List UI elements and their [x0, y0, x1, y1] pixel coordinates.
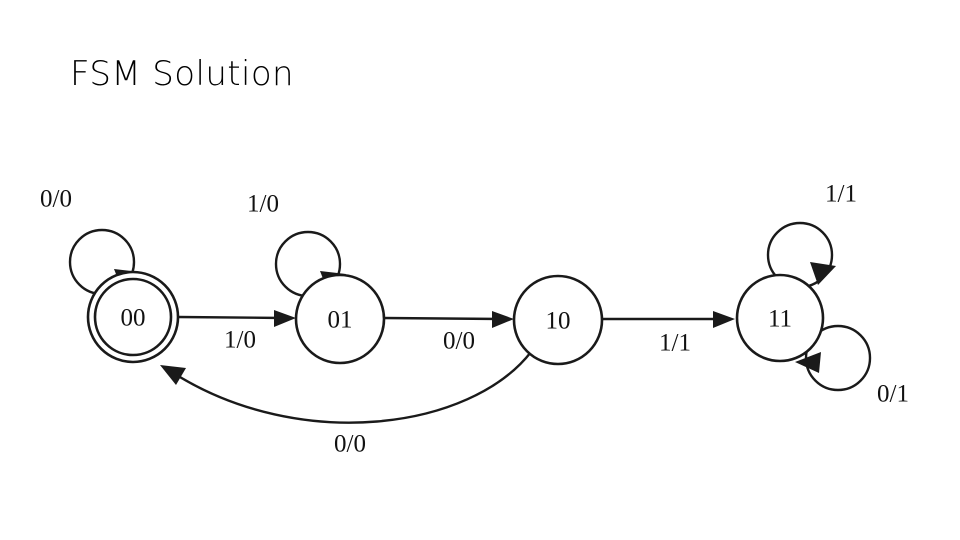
- transition-label-self-loop-11-lower: 0/1: [877, 381, 909, 408]
- transition-label-self-loop-11-upper: 1/1: [825, 181, 857, 208]
- edge-path-01-to-10: [383, 316, 503, 321]
- state-node-10[interactable]: 10: [512, 274, 604, 366]
- arrow-head-00-to-01: [274, 310, 296, 327]
- arrow-head-01-to-10: [492, 311, 514, 328]
- transition-00-to-01[interactable]: 1/0: [177, 310, 296, 354]
- transition-01-to-10[interactable]: 0/0: [383, 311, 514, 355]
- arrow-head-self-loop-11-lower: [795, 352, 821, 373]
- transition-label-00-to-01: 1/0: [224, 327, 256, 354]
- transition-label-self-loop-01: 1/0: [247, 191, 279, 218]
- state-node-11[interactable]: 11: [735, 273, 825, 363]
- state-label-11: 11: [768, 306, 792, 333]
- state-label-00: 00: [121, 305, 146, 332]
- arrow-head-10-to-11: [713, 311, 735, 328]
- state-inner-circle-00: [93, 277, 173, 357]
- state-label-10: 10: [546, 308, 571, 335]
- state-node-01[interactable]: 01: [294, 273, 386, 365]
- arrow-head-10-to-00: [160, 365, 186, 385]
- transition-label-10-to-11: 1/1: [659, 330, 691, 357]
- arrow-head-self-loop-11-upper: [810, 262, 836, 285]
- transition-label-01-to-10: 0/0: [443, 328, 475, 355]
- transition-label-self-loop-00: 0/0: [40, 186, 72, 213]
- transition-10-to-11[interactable]: 1/1: [602, 311, 735, 357]
- self-loop-11-upper[interactable]: 1/1: [766, 181, 857, 289]
- state-label-01: 01: [328, 307, 353, 334]
- state-node-00[interactable]: 00: [86, 270, 180, 364]
- edge-path-00-to-01: [177, 315, 285, 320]
- self-loop-11-lower[interactable]: 0/1: [795, 324, 909, 408]
- state-circle-11: [735, 273, 825, 363]
- edge-path-10-to-00: [174, 351, 532, 424]
- transition-10-to-00[interactable]: 0/0: [160, 351, 532, 458]
- transition-label-10-to-00: 0/0: [334, 431, 366, 458]
- page-title: FSM Solution: [70, 54, 294, 94]
